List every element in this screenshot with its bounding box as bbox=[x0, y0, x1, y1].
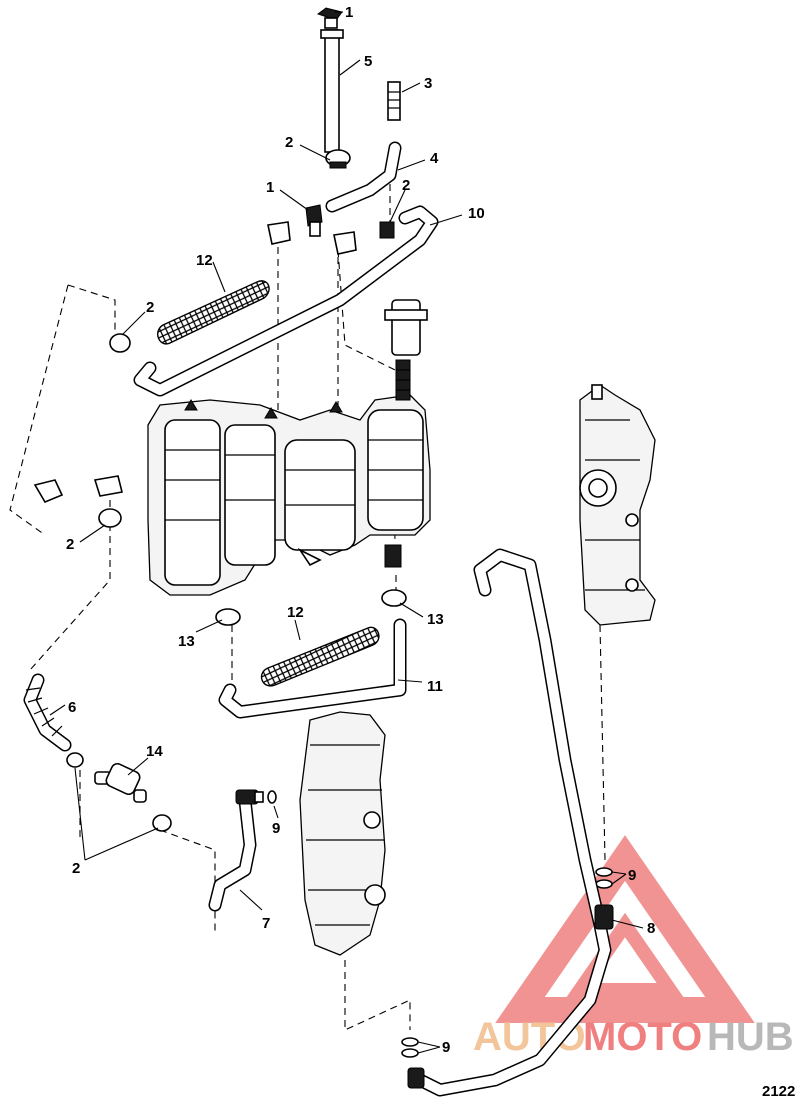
hose-part-10 bbox=[133, 205, 439, 397]
callout-5: 5 bbox=[364, 53, 372, 70]
vent-plug-part-1-top bbox=[316, 7, 343, 29]
callout-10: 10 bbox=[468, 205, 485, 222]
callout-9-right: 9 bbox=[628, 867, 636, 884]
callout-2-upper: 2 bbox=[285, 134, 293, 151]
fitting-part-1-lower bbox=[305, 204, 323, 237]
fuel-filter-canister bbox=[164, 419, 221, 586]
fuel-rail-intake-manifold bbox=[299, 711, 386, 956]
callout-13-left: 13 bbox=[178, 633, 195, 650]
elbow-fittings-top bbox=[267, 221, 357, 255]
hose-part-11 bbox=[218, 618, 407, 719]
check-valve-part-14 bbox=[94, 762, 147, 803]
callout-2-bottom: 2 bbox=[72, 860, 80, 877]
fuel-pump-module-assembly bbox=[147, 394, 431, 596]
fuel-line-part-7 bbox=[208, 789, 264, 912]
watermark-text-moto: MOTO bbox=[583, 1015, 702, 1059]
elbow-fittings-left bbox=[33, 475, 123, 528]
fuel-line-part-8 bbox=[407, 548, 614, 1097]
fitting-part-3 bbox=[387, 81, 401, 121]
callout-3: 3 bbox=[424, 75, 432, 92]
figure-number: 2122 bbox=[762, 1083, 795, 1100]
hose-clamp-part-2-left bbox=[98, 508, 122, 528]
callout-14: 14 bbox=[146, 743, 163, 760]
callout-1-lower: 1 bbox=[266, 179, 274, 196]
watermark-triangle-icon bbox=[495, 835, 755, 1023]
corrugated-hose-part-6 bbox=[23, 673, 72, 752]
callout-2-left-top: 2 bbox=[146, 299, 154, 316]
callout-1-top: 1 bbox=[345, 4, 353, 21]
callout-12-upper: 12 bbox=[196, 252, 213, 269]
callout-11: 11 bbox=[427, 678, 443, 695]
elbow-hose-part-4 bbox=[325, 141, 402, 213]
callout-2-right: 2 bbox=[402, 177, 410, 194]
callout-4: 4 bbox=[430, 150, 439, 167]
callout-12-lower: 12 bbox=[287, 604, 304, 621]
watermark-text-hub: HUB bbox=[707, 1015, 794, 1059]
callout-labels: 1 5 3 2 4 1 2 10 12 2 2 12 13 13 11 6 14… bbox=[66, 4, 655, 1056]
sleeve-part-12-lower bbox=[260, 626, 380, 687]
watermark-logo: AUTO MOTO HUB bbox=[473, 835, 794, 1059]
callout-6: 6 bbox=[68, 699, 76, 716]
callout-2-left-mid: 2 bbox=[66, 536, 74, 553]
callout-leader-lines bbox=[49, 11, 644, 1054]
callout-13-right: 13 bbox=[427, 611, 444, 628]
hose-clamp-part-2-upper bbox=[109, 149, 395, 353]
sleeve-part-12-upper bbox=[157, 280, 270, 345]
callout-7: 7 bbox=[262, 915, 270, 932]
callout-9-left: 9 bbox=[272, 820, 280, 837]
callout-8: 8 bbox=[647, 920, 655, 937]
hose-clamp-part-2-lower bbox=[66, 752, 172, 832]
vapor-separator-rail bbox=[579, 384, 656, 626]
callout-9-bottom: 9 bbox=[442, 1039, 450, 1056]
tube-part-5 bbox=[320, 29, 344, 153]
fuel-pump-connector bbox=[384, 299, 428, 401]
hose-clamp-part-13 bbox=[215, 544, 407, 626]
